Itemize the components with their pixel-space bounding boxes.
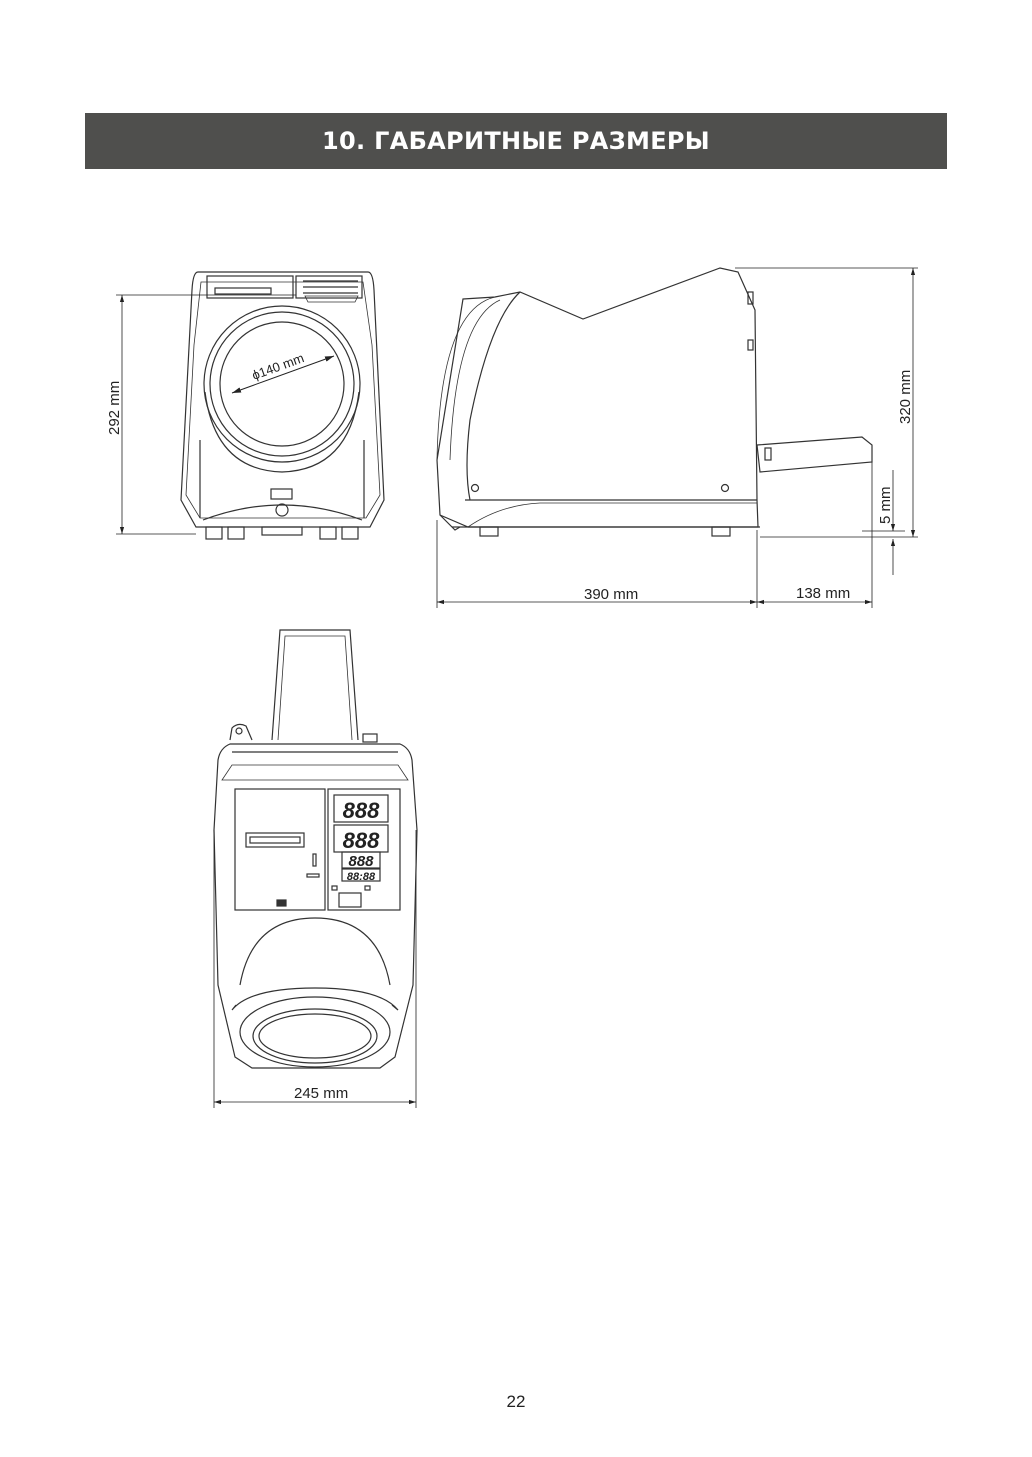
display-digits-2: 888 <box>343 828 380 853</box>
front-height-label: 292 mm <box>106 381 123 435</box>
display-clock: 88:88 <box>347 871 376 883</box>
front-view <box>180 271 385 540</box>
top-dimension-lines <box>213 830 417 1108</box>
display-readouts: 888 888 888 88:88 <box>343 798 380 883</box>
page-number: 22 <box>506 1392 526 1411</box>
side-dimension-lines <box>436 267 918 608</box>
front-dimension-lines <box>116 294 296 535</box>
top-view <box>213 629 418 1069</box>
foot-height-label: 5 mm <box>877 487 894 525</box>
side-height-label: 320 mm <box>897 370 914 424</box>
top-width-label: 245 mm <box>294 1085 348 1102</box>
section-title: 10. ГАБАРИТНЫЕ РАЗМЕРЫ <box>322 127 710 155</box>
side-depth-label: 390 mm <box>584 586 638 603</box>
tray-depth-label: 138 mm <box>796 585 850 602</box>
display-digits-3: 888 <box>348 853 374 870</box>
side-view <box>436 267 873 537</box>
display-digits-1: 888 <box>343 798 380 823</box>
cuff-diameter-label: ϕ140 mm <box>250 350 306 383</box>
section-header: 10. ГАБАРИТНЫЕ РАЗМЕРЫ <box>85 113 947 169</box>
